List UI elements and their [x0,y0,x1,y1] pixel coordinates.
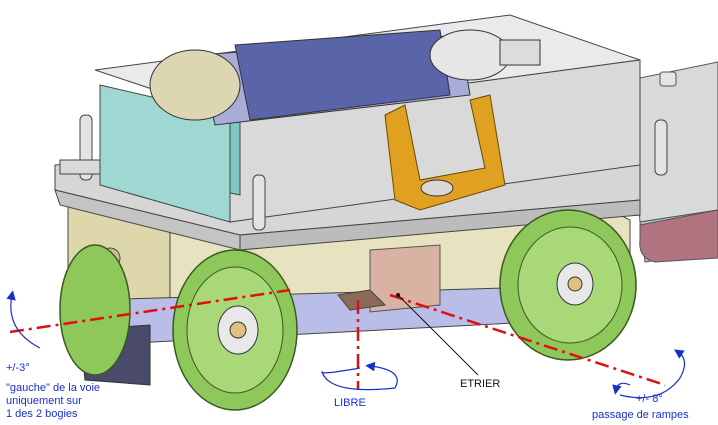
tilt-left-arrow-icon [6,290,41,349]
tilt-right-arrow-icon [619,349,686,399]
tilt-right-desc: passage de rampes [592,409,689,421]
stirrup-leader [396,293,479,376]
rotation-free-label: LIBRE [334,397,366,409]
tilt-left-desc-2: uniquement sur [6,395,82,407]
tilt-right-angle: +/- 8° [636,393,663,405]
pivot-block [337,244,441,313]
axis-right [389,293,666,387]
wheel-left-rear [59,244,131,376]
axis-lines [9,288,666,390]
motor [149,29,541,126]
screw-posts [59,114,668,231]
stirrup-part [384,94,506,211]
wheel-right [499,209,637,361]
tilt-left-desc-3: 1 des 2 bogies [6,408,78,420]
tilt-left-desc-1: "gauche" de la voie [6,382,101,394]
axis-left [9,288,291,334]
coupling-part [639,209,718,263]
rotation-arrows [6,290,686,399]
stirrup-label: ETRIER [460,378,501,390]
tilt-left-angle: +/-3° [6,362,30,374]
wheel-left [172,249,298,411]
rotation-free-arrow-icon [321,361,398,391]
